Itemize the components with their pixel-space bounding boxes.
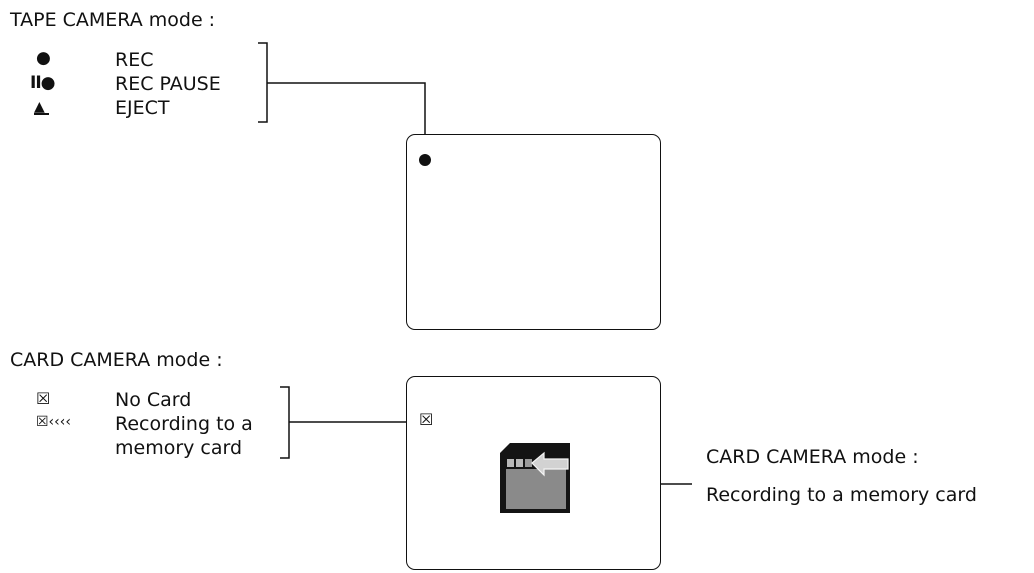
card-recording-icon: ☒‹‹‹‹ [36, 414, 71, 430]
screen-card-icon: ☒ [419, 410, 434, 429]
callout-text: Recording to a memory card [706, 484, 977, 506]
rec-pause-label: REC PAUSE [115, 73, 221, 95]
memory-card-recording-icon [500, 443, 570, 513]
rec-indicator-dot [419, 154, 431, 166]
card-section-title: CARD CAMERA mode : [10, 349, 223, 371]
tape-bracket [258, 42, 268, 123]
eject-symbol: ▲ [34, 99, 45, 115]
rec-label: REC [115, 49, 154, 71]
card-bracket [280, 386, 290, 459]
card-recording-label-line2: memory card [115, 437, 243, 459]
tape-section-title: TAPE CAMERA mode : [10, 9, 216, 31]
tape-viewfinder-screen [406, 134, 661, 330]
eject-symbol-underline [34, 113, 49, 115]
no-card-label: No Card [115, 389, 192, 411]
callout-title: CARD CAMERA mode : [706, 446, 919, 468]
tape-leader-line [267, 82, 426, 152]
eject-label: EJECT [115, 97, 170, 119]
no-card-icon: ☒ [36, 389, 51, 408]
card-recording-label: Recording to a [115, 413, 253, 435]
rec-pause-symbol: II● [30, 73, 56, 93]
rec-symbol: ● [36, 48, 51, 68]
